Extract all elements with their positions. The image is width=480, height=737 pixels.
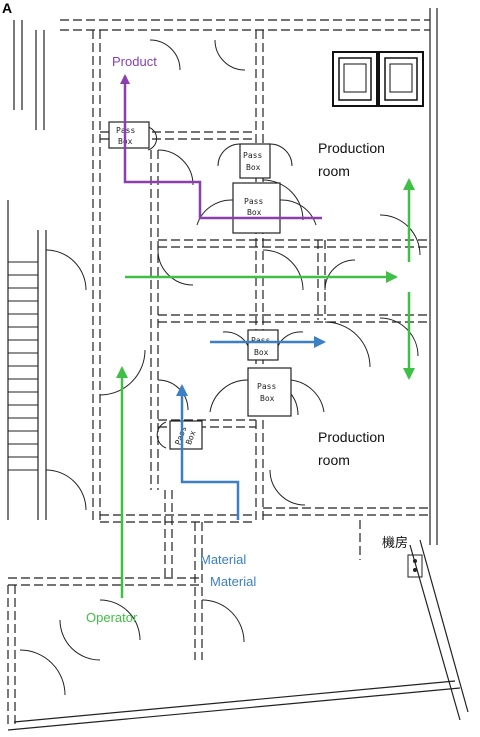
staircase — [8, 261, 38, 471]
pass-box-label-line2: Box — [260, 394, 275, 403]
machine-room-label: 機房 — [382, 535, 408, 550]
pass-box-label-line1: Pass — [251, 336, 270, 345]
material-label-2: Material — [210, 574, 256, 589]
door-swings — [19, 39, 421, 696]
pass-box-center-lower: Pass Box — [209, 367, 325, 417]
machine-room-marker — [407, 554, 423, 578]
outer-walls — [7, 8, 469, 731]
lower-production-room-label-line2: room — [318, 452, 350, 468]
upper-production-room-label-line1: Production — [318, 140, 385, 156]
operator-label: Operator — [86, 610, 138, 625]
equipment-cabinets — [332, 51, 424, 107]
lower-production-room-label-line1: Production — [318, 429, 385, 445]
pass-box-center-middle: Pass Box — [222, 329, 304, 361]
panel-label: A — [2, 0, 12, 16]
pass-box-label-line1: Pass — [244, 197, 263, 206]
pass-box-label-line1: Pass — [257, 382, 276, 391]
material-flow-arrow — [176, 384, 240, 520]
pass-box-label-line1: Pass — [243, 151, 262, 160]
pass-box-label-line2: Box — [247, 208, 262, 217]
product-flow-arrow — [120, 74, 322, 220]
pass-box-center-upper: Pass Box — [196, 182, 317, 234]
interior-walls — [7, 30, 430, 725]
pass-box-label-line2: Box — [246, 163, 261, 172]
pass-box-center-top: Pass Box — [217, 143, 293, 179]
material-label-1: Material — [200, 552, 246, 567]
pass-box-left-lower: Pass Box — [156, 420, 203, 450]
upper-production-room-label-line2: room — [318, 163, 350, 179]
product-label: Product — [112, 54, 157, 69]
pass-box-label-line2: Box — [254, 348, 269, 357]
pass-box-left-upper: Pass Box — [108, 121, 157, 151]
